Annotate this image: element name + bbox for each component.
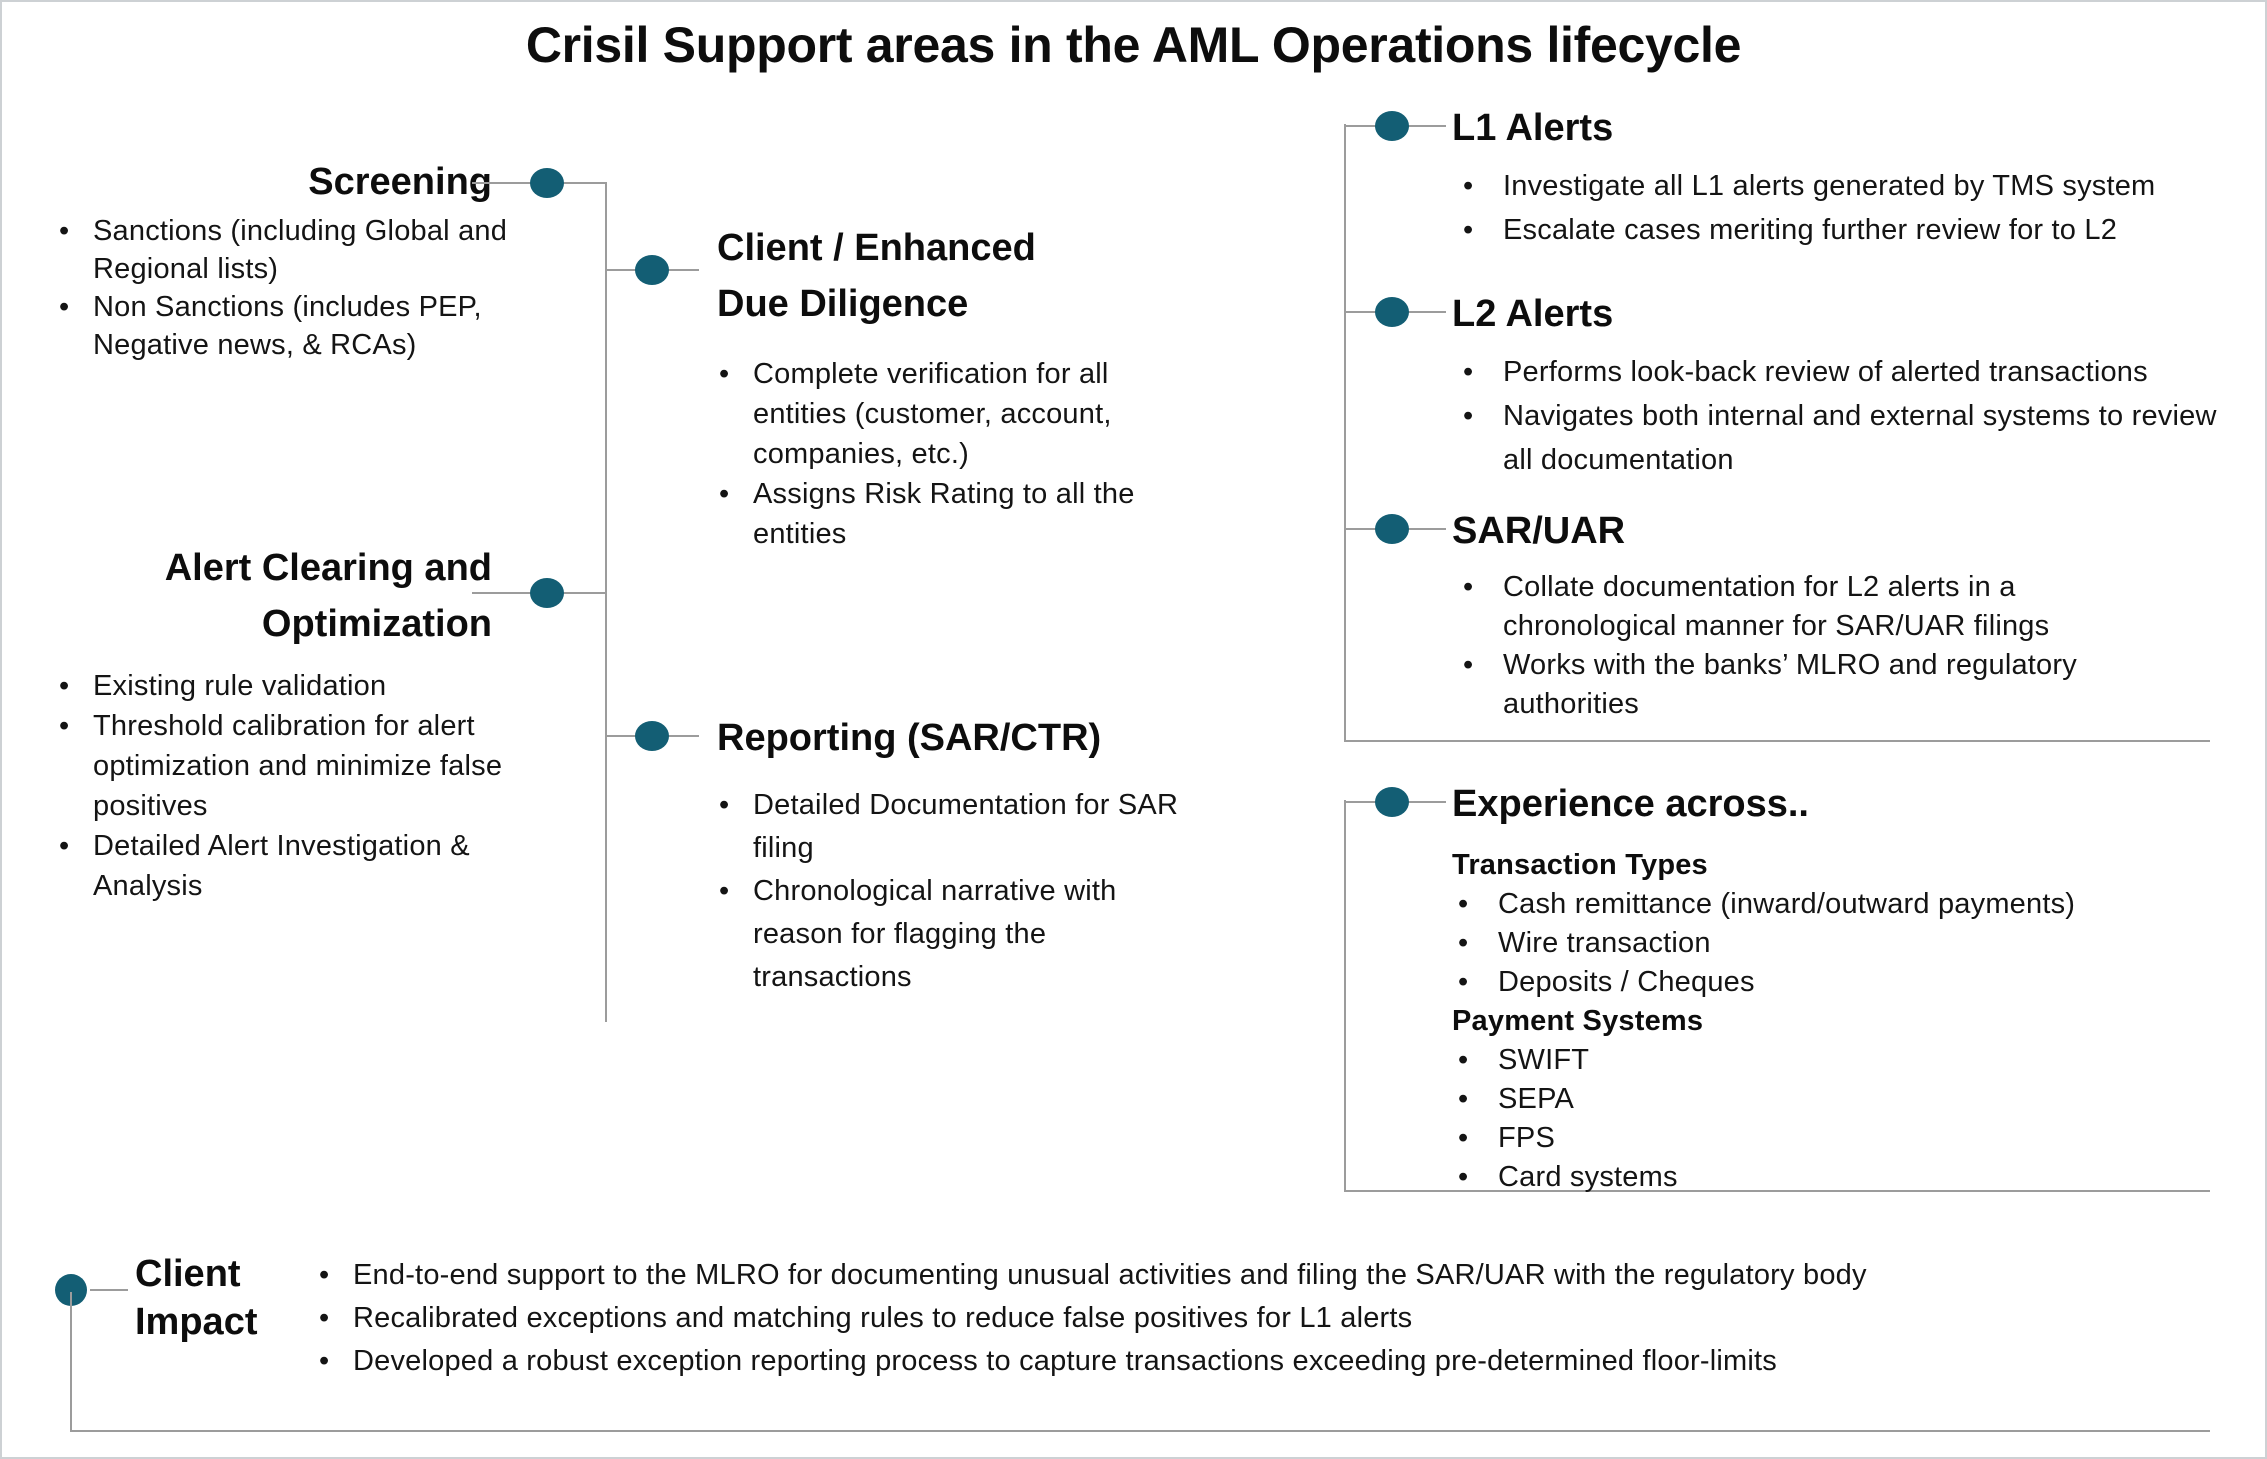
alert-clearing-node-dot-icon — [530, 578, 564, 608]
bullet-item: Assigns Risk Rating to all the entities — [717, 474, 1197, 554]
bullet-item: Sanctions (including Global and Regional… — [57, 212, 557, 288]
heading-experience: Experience across.. — [1452, 783, 1809, 825]
bullet-item: Escalate cases meriting further review f… — [1457, 208, 2247, 252]
bullet-item: End-to-end support to the MLRO for docum… — [317, 1254, 2197, 1297]
bullet-item: Chronological narrative with reason for … — [717, 870, 1197, 999]
client-edd-node-dot-icon — [635, 255, 669, 285]
heading-l1-alerts: L1 Alerts — [1452, 107, 1614, 149]
bullet-item: Detailed Documentation for SAR filing — [717, 784, 1197, 870]
alert-clearing-bullet-list: Existing rule validationThreshold calibr… — [57, 666, 547, 906]
bullet-item: Card systems — [1452, 1158, 2212, 1197]
experience-bracket-vline — [1344, 800, 1346, 1192]
bullet-item: Developed a robust exception reporting p… — [317, 1340, 2197, 1383]
bullet-item: Complete verification for all entities (… — [717, 354, 1197, 474]
heading-sar-uar: SAR/UAR — [1452, 510, 1626, 552]
client-impact-connector-line — [90, 1289, 128, 1291]
l1-node-dot-icon — [1375, 111, 1409, 141]
heading-client-impact: Client Impact — [135, 1253, 258, 1343]
client-impact-bracket-vline — [70, 1292, 72, 1432]
reporting-node-dot-icon — [635, 721, 669, 751]
heading-client-edd: Client / Enhanced Due Diligence — [717, 227, 1036, 325]
bullet-item: SWIFT — [1452, 1041, 2212, 1080]
heading-screening: Screening — [308, 161, 492, 203]
l2-bullet-list: Performs look-back review of alerted tra… — [1457, 350, 2247, 482]
subheading-payment-systems: Payment Systems — [1452, 1005, 1704, 1037]
l1-bullet-list: Investigate all L1 alerts generated by T… — [1457, 164, 2247, 252]
l2-node-dot-icon — [1375, 297, 1409, 327]
payment-systems-bullet-list: SWIFTSEPAFPSCard systems — [1452, 1041, 2212, 1197]
bullet-item: Non Sanctions (includes PEP, Negative ne… — [57, 288, 557, 364]
bullet-item: Works with the banks’ MLRO and regulator… — [1457, 646, 2197, 724]
bullet-item: FPS — [1452, 1119, 2212, 1158]
bullet-item: Recalibrated exceptions and matching rul… — [317, 1297, 2197, 1340]
transaction-types-bullet-list: Cash remittance (inward/outward payments… — [1452, 885, 2212, 1002]
bullet-item: Detailed Alert Investigation & Analysis — [57, 826, 547, 906]
client-impact-bullet-list: End-to-end support to the MLRO for docum… — [317, 1254, 2197, 1383]
page-title: Crisil Support areas in the AML Operatio… — [525, 17, 1742, 73]
client-impact-bracket-bottom-line — [70, 1430, 2210, 1432]
heading-reporting: Reporting (SAR/CTR) — [717, 717, 1102, 759]
bullet-item: Collate documentation for L2 alerts in a… — [1457, 568, 2197, 646]
sar-uar-node-dot-icon — [1375, 514, 1409, 544]
client-edd-bullet-list: Complete verification for all entities (… — [717, 354, 1197, 554]
bullet-item: Performs look-back review of alerted tra… — [1457, 350, 2247, 394]
experience-content: Transaction Types Cash remittance (inwar… — [1452, 846, 2212, 1197]
bullet-item: Deposits / Cheques — [1452, 963, 2212, 1002]
bullet-item: SEPA — [1452, 1080, 2212, 1119]
heading-l2-alerts: L2 Alerts — [1452, 293, 1614, 335]
heading-alert-clearing: Alert Clearing and Optimization — [164, 547, 492, 645]
bullet-item: Navigates both internal and external sys… — [1457, 394, 2247, 482]
left-spine-line — [605, 182, 607, 1022]
reporting-bullet-list: Detailed Documentation for SAR filingChr… — [717, 784, 1197, 999]
subheading-transaction-types: Transaction Types — [1452, 849, 1708, 881]
bullet-item: Cash remittance (inward/outward payments… — [1452, 885, 2212, 924]
screening-node-dot-icon — [530, 168, 564, 198]
bullet-item: Threshold calibration for alert optimiza… — [57, 706, 547, 826]
bullet-item: Investigate all L1 alerts generated by T… — [1457, 164, 2247, 208]
alerts-bracket-vline — [1344, 124, 1346, 742]
bullet-item: Wire transaction — [1452, 924, 2212, 963]
bullet-item: Existing rule validation — [57, 666, 547, 706]
alerts-bracket-bottom-line — [1344, 740, 2210, 742]
experience-node-dot-icon — [1375, 787, 1409, 817]
sar-uar-bullet-list: Collate documentation for L2 alerts in a… — [1457, 568, 2197, 724]
screening-bullet-list: Sanctions (including Global and Regional… — [57, 212, 557, 364]
